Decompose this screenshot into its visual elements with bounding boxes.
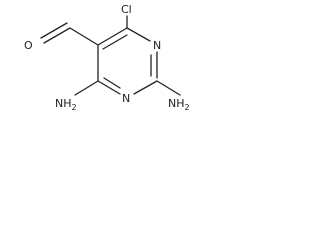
- amino-left-subscript: 2: [72, 103, 77, 112]
- bond-c2-n3: [133, 80, 158, 95]
- ring-nitrogen-bottom-label: N: [122, 92, 130, 105]
- ring-nitrogen-top-label: N: [153, 39, 161, 52]
- amino-right-subscript: 2: [185, 103, 190, 112]
- bond-c6-n1: [126, 27, 151, 42]
- bond-cho-o: [43, 27, 71, 44]
- amino-left-nh: NH: [55, 97, 72, 110]
- amino-right-nh: NH: [168, 97, 185, 110]
- oxygen-label: O: [24, 39, 33, 52]
- bond-c5-c6: [97, 27, 128, 46]
- bond-n3-c4-inner: [103, 77, 121, 89]
- bond-n3-c4: [97, 80, 121, 95]
- amino-right-label: NH2: [168, 97, 190, 112]
- chlorine-label: Cl: [121, 3, 132, 16]
- bond-cho-o-double: [40, 22, 68, 39]
- bond-c5-c6-inner: [102, 34, 128, 50]
- bond-c5-cho: [69, 27, 99, 46]
- bond-c4-nh2: [74, 80, 99, 96]
- structure-diagram: Cl O N N NH2 NH2: [24, 3, 190, 112]
- bond-c2-nh2: [156, 80, 181, 96]
- amino-left-label: NH2: [55, 97, 77, 112]
